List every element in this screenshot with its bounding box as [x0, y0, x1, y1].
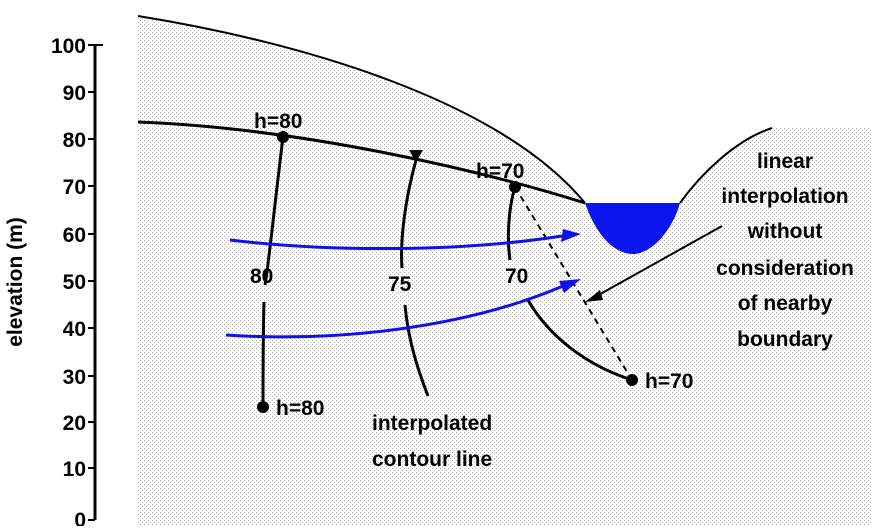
annotation-linear-line6: boundary	[737, 328, 833, 351]
y-tick-label-70: 70	[63, 176, 86, 199]
contour-label-70: 70	[505, 265, 528, 288]
annotation-interpolated-line2: contour line	[372, 448, 492, 471]
annotation-linear-line3: without	[747, 220, 823, 243]
annotation-linear-line4: consideration	[716, 257, 854, 280]
point-label-p1: h=80	[254, 110, 302, 133]
y-tick-label-0: 0	[74, 509, 86, 526]
point-label-p3: h=70	[476, 160, 524, 183]
y-tick-label-60: 60	[63, 224, 86, 247]
y-axis-title: elevation (m)	[4, 217, 27, 347]
point-label-p4: h=70	[645, 370, 693, 393]
contour-label-80: 80	[250, 265, 273, 288]
annotation-linear-line1: linear	[757, 150, 813, 173]
y-axis: 0 10 20 30 40 50 60 70 80 90 100 elevati…	[4, 35, 103, 526]
annotation-linear-line5: of nearby	[738, 292, 833, 315]
y-tick-label-30: 30	[63, 366, 86, 389]
observation-point-p4	[626, 374, 638, 386]
y-tick-label-100: 100	[51, 35, 86, 58]
y-tick-label-40: 40	[63, 318, 86, 341]
y-tick-label-80: 80	[63, 129, 86, 152]
y-tick-label-50: 50	[63, 271, 86, 294]
y-tick-label-90: 90	[63, 82, 86, 105]
point-label-p2: h=80	[276, 397, 324, 420]
annotation-linear-line2: interpolation	[721, 185, 848, 208]
y-tick-label-20: 20	[63, 412, 86, 435]
y-tick-label-10: 10	[63, 458, 86, 481]
contour-label-75: 75	[388, 273, 412, 296]
observation-point-p2	[257, 401, 269, 413]
annotation-interpolated-line1: interpolated	[372, 412, 492, 435]
